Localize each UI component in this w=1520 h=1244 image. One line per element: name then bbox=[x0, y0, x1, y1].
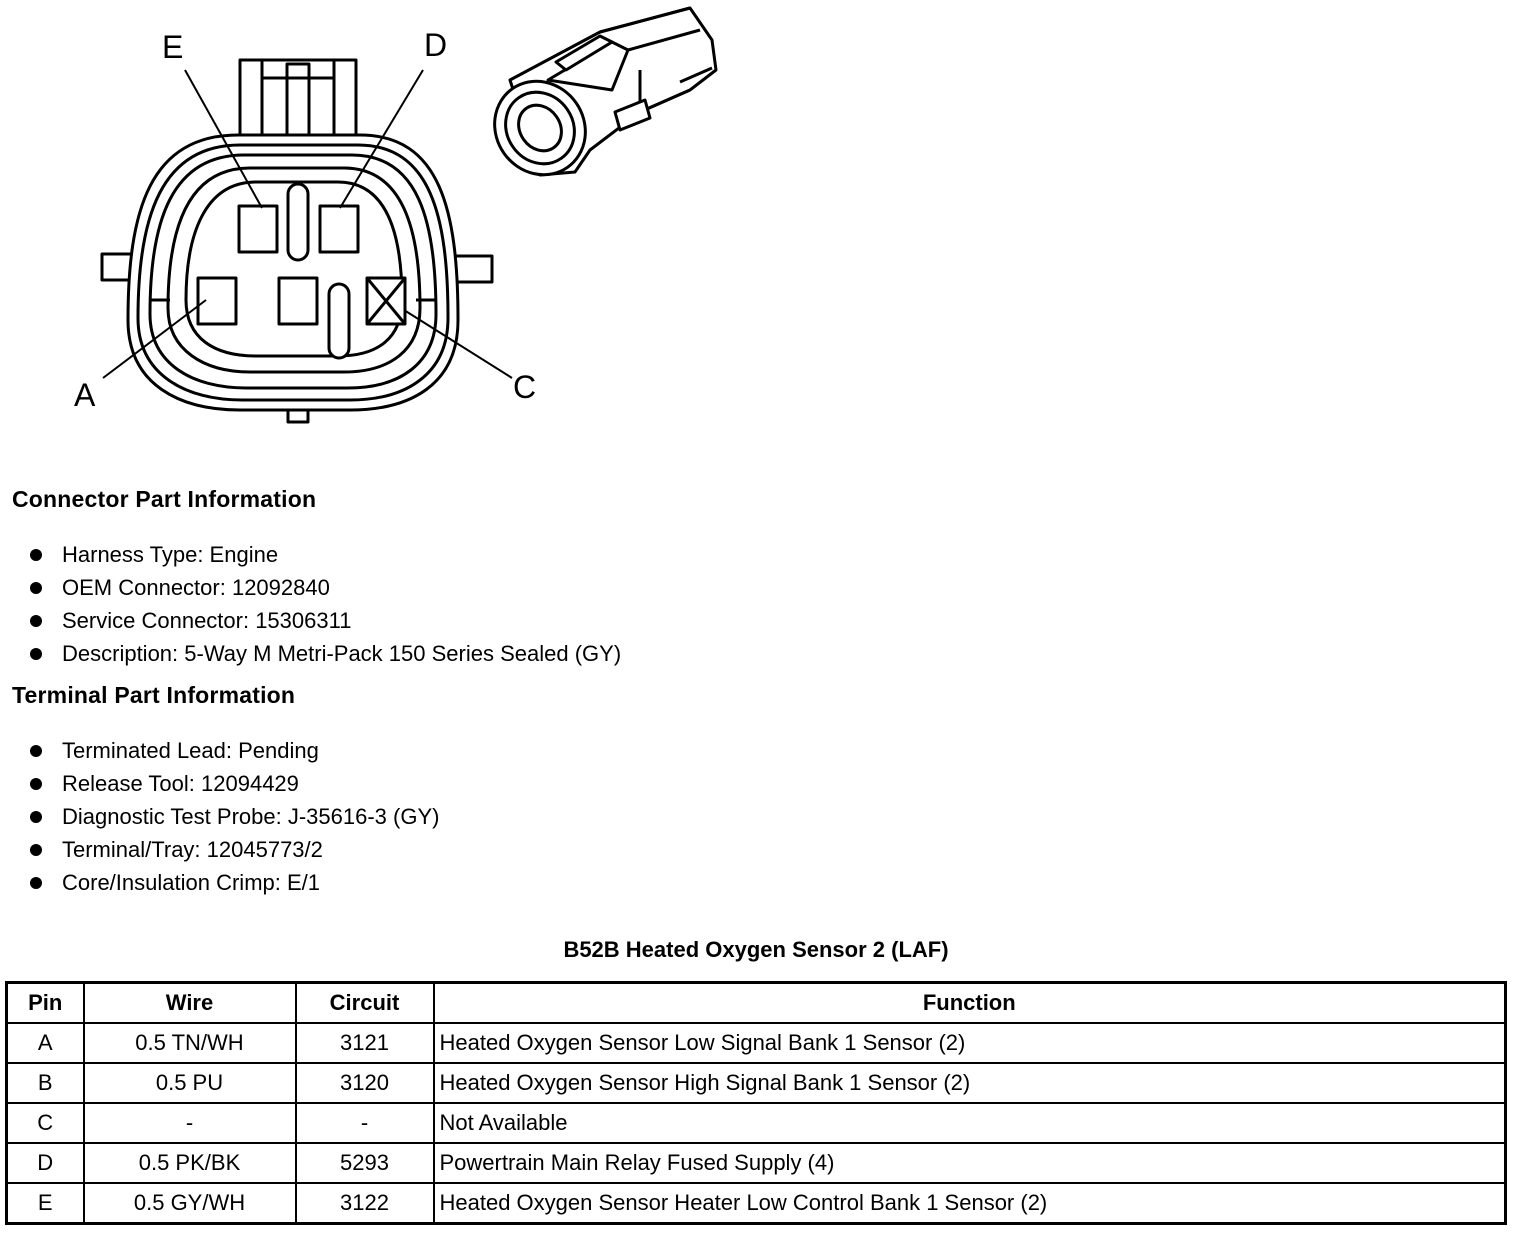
cell-wire: - bbox=[82, 1102, 297, 1144]
cell-circuit: - bbox=[294, 1102, 435, 1144]
leader-line-a bbox=[102, 299, 207, 379]
cell-function: Heated Oxygen Sensor Heater Low Control … bbox=[432, 1182, 1507, 1225]
table-row: C - - Not Available bbox=[5, 1102, 1507, 1144]
bullet-icon bbox=[30, 548, 42, 561]
terminal-info-heading: Terminal Part Information bbox=[12, 682, 296, 708]
pin-label-a: A bbox=[74, 377, 96, 413]
table-row: D 0.5 PK/BK 5293 Powertrain Main Relay F… bbox=[5, 1142, 1507, 1184]
list-item: Harness Type: Engine bbox=[30, 538, 621, 571]
cavity-d bbox=[318, 204, 360, 254]
leader-line-d bbox=[339, 69, 424, 209]
list-item-text: Terminal/Tray: 12045773/2 bbox=[62, 837, 323, 862]
bullet-icon bbox=[30, 843, 42, 856]
cavity-b bbox=[277, 276, 319, 326]
list-item-text: OEM Connector: 12092840 bbox=[62, 575, 330, 600]
list-item-text: Description: 5-Way M Metri-Pack 150 Seri… bbox=[62, 641, 622, 666]
table-row: B 0.5 PU 3120 Heated Oxygen Sensor High … bbox=[5, 1062, 1507, 1104]
list-item: Terminal/Tray: 12045773/2 bbox=[30, 833, 439, 866]
column-header-circuit: Circuit bbox=[294, 981, 435, 1024]
leader-line-c bbox=[403, 309, 513, 379]
cell-function: Powertrain Main Relay Fused Supply (4) bbox=[432, 1142, 1507, 1184]
column-header-pin: Pin bbox=[5, 981, 85, 1024]
pin-label-e: E bbox=[162, 29, 183, 65]
cell-circuit: 3122 bbox=[294, 1182, 435, 1225]
connector-rib-upper bbox=[286, 182, 310, 262]
bullet-icon bbox=[30, 581, 42, 594]
cell-function: Heated Oxygen Sensor Low Signal Bank 1 S… bbox=[432, 1022, 1507, 1064]
cell-wire: 0.5 PK/BK bbox=[82, 1142, 297, 1184]
bullet-icon bbox=[30, 810, 42, 823]
bullet-icon bbox=[30, 647, 42, 660]
cavity-c bbox=[365, 276, 407, 326]
list-item-text: Core/Insulation Crimp: E/1 bbox=[62, 870, 320, 895]
connector-info-list: Harness Type: Engine OEM Connector: 1209… bbox=[30, 538, 621, 670]
connector-rib-lower bbox=[327, 282, 351, 360]
list-item-text: Harness Type: Engine bbox=[62, 542, 279, 567]
list-item: Diagnostic Test Probe: J-35616-3 (GY) bbox=[30, 800, 439, 833]
cell-wire: 0.5 GY/WH bbox=[82, 1182, 297, 1225]
cell-circuit: 3120 bbox=[294, 1062, 435, 1104]
bullet-icon bbox=[30, 876, 42, 889]
pin-label-c: C bbox=[513, 369, 536, 405]
cell-pin: E bbox=[5, 1182, 85, 1225]
cell-pin: C bbox=[5, 1102, 85, 1144]
table-header-row: Pin Wire Circuit Function bbox=[5, 981, 1507, 1024]
list-item: Release Tool: 12094429 bbox=[30, 767, 439, 800]
pinout-table: Pin Wire Circuit Function A 0.5 TN/WH 31… bbox=[5, 981, 1507, 1225]
connector-face-diagram: E D A C bbox=[74, 6, 718, 424]
list-item: Terminated Lead: Pending bbox=[30, 734, 439, 767]
cell-function: Not Available bbox=[432, 1102, 1507, 1144]
bullet-icon bbox=[30, 614, 42, 627]
connector-isometric-illustration bbox=[493, 6, 718, 177]
cell-wire: 0.5 PU bbox=[82, 1062, 297, 1104]
list-item: Service Connector: 15306311 bbox=[30, 604, 621, 637]
cell-pin: A bbox=[5, 1022, 85, 1064]
list-item: OEM Connector: 12092840 bbox=[30, 571, 621, 604]
leader-line-e bbox=[184, 69, 263, 209]
table-title: B52B Heated Oxygen Sensor 2 (LAF) bbox=[563, 937, 949, 962]
cavity-e bbox=[237, 204, 279, 254]
list-item-text: Release Tool: 12094429 bbox=[62, 771, 299, 796]
pin-label-d: D bbox=[424, 27, 447, 63]
list-item-text: Service Connector: 15306311 bbox=[62, 608, 352, 633]
cell-pin: D bbox=[5, 1142, 85, 1184]
table-row: E 0.5 GY/WH 3122 Heated Oxygen Sensor He… bbox=[5, 1182, 1507, 1225]
terminal-info-list: Terminated Lead: Pending Release Tool: 1… bbox=[30, 734, 439, 899]
list-item: Description: 5-Way M Metri-Pack 150 Seri… bbox=[30, 637, 621, 670]
cell-circuit: 5293 bbox=[294, 1142, 435, 1184]
list-item: Core/Insulation Crimp: E/1 bbox=[30, 866, 439, 899]
column-header-function: Function bbox=[432, 981, 1507, 1024]
connector-info-heading: Connector Part Information bbox=[12, 486, 317, 512]
table-row: A 0.5 TN/WH 3121 Heated Oxygen Sensor Lo… bbox=[5, 1022, 1507, 1064]
cell-wire: 0.5 TN/WH bbox=[82, 1022, 297, 1064]
connector-housing bbox=[126, 133, 460, 412]
list-item-text: Terminated Lead: Pending bbox=[62, 738, 319, 763]
bullet-icon bbox=[30, 777, 42, 790]
cell-circuit: 3121 bbox=[294, 1022, 435, 1064]
cell-pin: B bbox=[5, 1062, 85, 1104]
list-item-text: Diagnostic Test Probe: J-35616-3 (GY) bbox=[62, 804, 440, 829]
column-header-wire: Wire bbox=[82, 981, 297, 1024]
cell-function: Heated Oxygen Sensor High Signal Bank 1 … bbox=[432, 1062, 1507, 1104]
bullet-icon bbox=[30, 744, 42, 757]
